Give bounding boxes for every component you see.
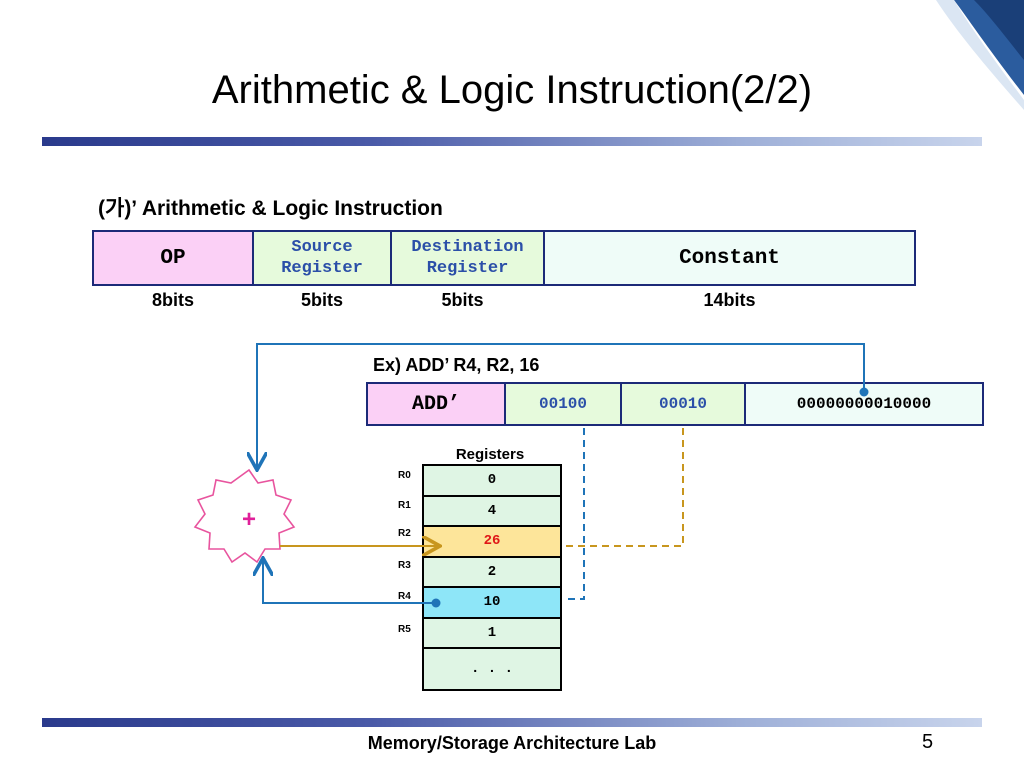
example-source-field: 00100 bbox=[504, 382, 622, 426]
format-constant-field: Constant bbox=[543, 230, 916, 286]
format-constant-label: Constant bbox=[679, 246, 780, 270]
r4-to-adder-arrow bbox=[263, 560, 441, 608]
title-divider bbox=[42, 137, 982, 146]
slide-title: Arithmetic & Logic Instruction(2/2) bbox=[211, 68, 813, 112]
register-r2-value: 26 bbox=[424, 527, 560, 558]
footer-divider bbox=[42, 718, 982, 727]
register-r1-name: R1 bbox=[398, 500, 411, 511]
register-r4-name: R4 bbox=[398, 591, 411, 602]
register-r3-value: 2 bbox=[424, 557, 560, 588]
format-destination-label-2: Register bbox=[426, 259, 509, 278]
format-source-register-field: Source Register bbox=[252, 230, 392, 286]
register-r4-value: 10 bbox=[424, 588, 560, 619]
example-destination-field: 00010 bbox=[620, 382, 746, 426]
adder-operator: + bbox=[242, 506, 256, 533]
adder-star-icon bbox=[193, 468, 296, 564]
constant-bit-width: 14bits bbox=[703, 290, 756, 310]
destination-bit-width: 5bits bbox=[441, 290, 484, 310]
register-r0-name: R0 bbox=[398, 470, 411, 481]
corner-decoration bbox=[936, 0, 1024, 110]
register-r3-name: R3 bbox=[398, 560, 411, 571]
section-heading: (가)’ Arithmetic & Logic Instruction bbox=[98, 197, 443, 220]
footer-lab-name: Memory/Storage Architecture Lab bbox=[367, 733, 657, 753]
register-r0-value: 0 bbox=[424, 466, 560, 497]
example-label: Ex) ADD’ R4, R2, 16 bbox=[373, 355, 540, 375]
format-source-label-1: Source bbox=[291, 238, 353, 257]
registers-title: Registers bbox=[455, 446, 525, 463]
format-destination-register-field: Destination Register bbox=[390, 230, 545, 286]
op-bit-width: 8bits bbox=[151, 290, 194, 310]
format-source-label-2: Register bbox=[281, 259, 363, 278]
source-bit-width: 5bits bbox=[300, 290, 343, 310]
register-r5-name: R5 bbox=[398, 624, 411, 635]
register-r1-value: 4 bbox=[424, 496, 560, 527]
constant-to-adder-arrow bbox=[257, 343, 869, 468]
format-destination-label-1: Destination bbox=[411, 238, 524, 257]
register-r5-value: 1 bbox=[424, 618, 560, 649]
source-to-r4-dashed bbox=[565, 428, 585, 600]
register-r2-name: R2 bbox=[398, 528, 411, 539]
format-op-label: OP bbox=[160, 246, 186, 270]
destination-to-r2-dashed bbox=[565, 428, 684, 547]
register-table: 0 4 26 2 10 1 . . . bbox=[422, 464, 562, 691]
page-number: 5 bbox=[922, 731, 934, 753]
register-ellipsis: . . . bbox=[424, 649, 560, 689]
